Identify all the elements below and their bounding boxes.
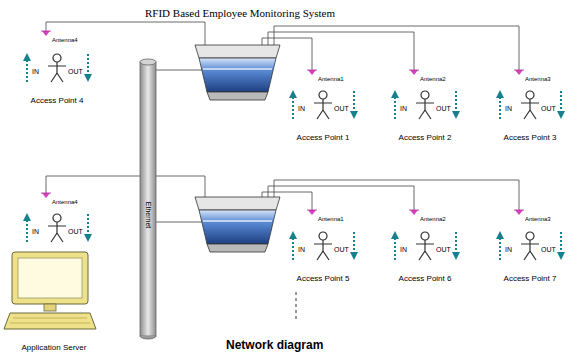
server-label: Application Server xyxy=(22,343,87,352)
person-figure xyxy=(23,53,92,82)
antenna-wire xyxy=(268,32,414,70)
antenna-wire xyxy=(274,26,519,70)
access-point-label: Access Point 5 xyxy=(297,274,350,283)
antenna-wire xyxy=(268,186,414,210)
antenna-label: Antenna4 xyxy=(52,199,78,206)
pipe-bottom xyxy=(140,336,156,339)
antenna-symbol xyxy=(41,31,51,36)
out-label: OUT xyxy=(541,105,556,113)
rfid-reader xyxy=(195,45,280,100)
in-label: IN xyxy=(400,246,407,254)
antenna-label: Antenna4 xyxy=(52,37,78,44)
antenna-wires xyxy=(46,22,519,222)
in-label: IN xyxy=(298,246,305,254)
antenna-symbol xyxy=(307,210,317,215)
antenna-label: Antenna3 xyxy=(525,76,551,83)
antenna-symbol xyxy=(409,210,419,215)
antenna-label: Antenna1 xyxy=(318,76,344,83)
person-figure xyxy=(496,90,565,119)
in-label: IN xyxy=(505,105,512,113)
person-figure xyxy=(496,231,565,260)
antenna-symbol xyxy=(514,70,524,75)
reader-ethernet-wire xyxy=(156,222,202,223)
diagram-title: RFID Based Employee Monitoring System xyxy=(145,7,335,20)
out-label: OUT xyxy=(541,246,556,254)
antenna-label: Antenna2 xyxy=(420,216,446,223)
person-figure xyxy=(391,90,460,119)
antenna-label: Antenna3 xyxy=(525,216,551,223)
person-figure xyxy=(289,231,358,260)
pipe-top xyxy=(140,59,156,65)
in-label: IN xyxy=(298,105,305,113)
out-label: OUT xyxy=(68,228,83,236)
person-figure xyxy=(391,231,460,260)
in-label: IN xyxy=(32,228,39,236)
access-point-label: Access Point 6 xyxy=(399,274,452,283)
antenna-symbol xyxy=(41,193,51,198)
out-label: OUT xyxy=(68,68,83,76)
access-point-label: Access Point 7 xyxy=(504,274,557,283)
in-label: IN xyxy=(400,105,407,113)
out-label: OUT xyxy=(334,246,349,254)
person-figure xyxy=(289,90,358,119)
monitor xyxy=(12,252,88,304)
antenna-symbol xyxy=(514,210,524,215)
diagram-caption: Network diagram xyxy=(226,339,323,353)
in-label: IN xyxy=(505,246,512,254)
antenna-wire xyxy=(46,176,205,197)
in-label: IN xyxy=(32,68,39,76)
application-server-shape xyxy=(4,250,104,352)
antenna-wire xyxy=(46,22,205,45)
screen xyxy=(18,258,82,298)
access-point-label: Access Point 4 xyxy=(31,96,84,105)
antenna-wire xyxy=(274,180,519,210)
antenna-label: Antenna1 xyxy=(318,216,344,223)
application-server: Application Server xyxy=(4,250,104,352)
ethernet-backbone: Ethernet xyxy=(138,58,158,340)
rfid-reader xyxy=(195,197,280,252)
ethernet-backbone-shape xyxy=(138,58,158,340)
pipe-body xyxy=(140,62,156,336)
computer-icon xyxy=(4,252,96,329)
reader-ethernet-wire xyxy=(156,70,202,71)
access-point-label: Access Point 3 xyxy=(504,133,557,142)
antenna-symbol xyxy=(409,70,419,75)
access-point-label: Access Point 2 xyxy=(399,133,452,142)
out-label: OUT xyxy=(334,105,349,113)
out-label: OUT xyxy=(436,246,451,254)
continuation-dashes xyxy=(296,292,297,320)
access-point-label: Access Point 1 xyxy=(297,133,350,142)
monitor-stand xyxy=(44,304,56,311)
antenna-label: Antenna2 xyxy=(420,76,446,83)
out-label: OUT xyxy=(436,105,451,113)
ethernet-label: Ethernet xyxy=(144,202,152,228)
keyboard-keys xyxy=(10,318,90,323)
keyboard xyxy=(4,313,96,329)
antenna-symbol xyxy=(307,70,317,75)
person-figure xyxy=(23,213,92,242)
